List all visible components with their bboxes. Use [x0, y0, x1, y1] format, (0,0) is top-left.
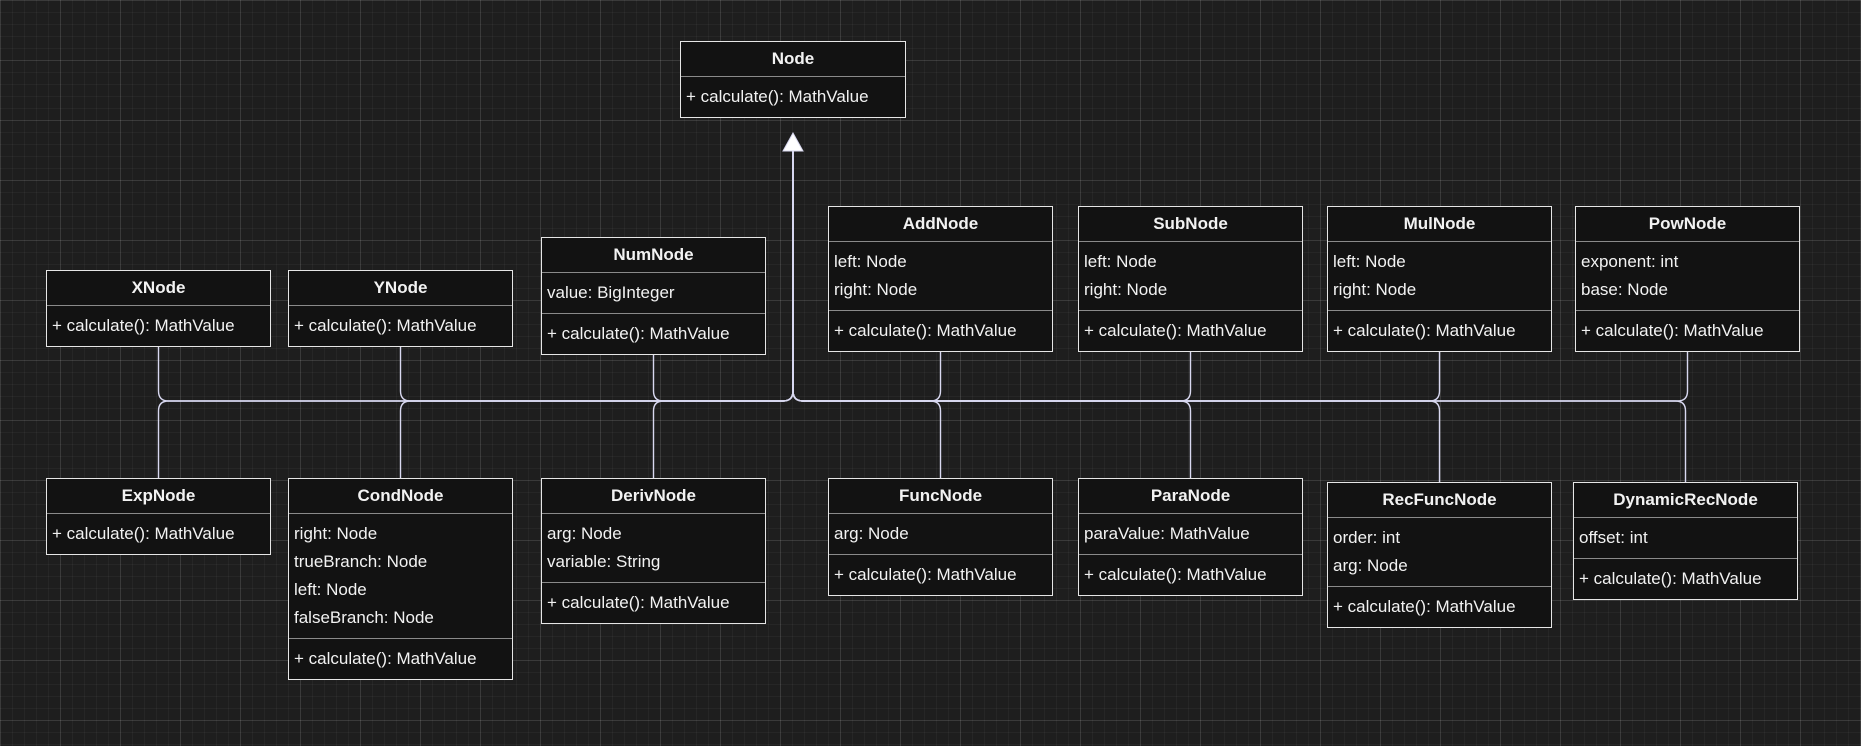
class-box-paranode[interactable]: ParaNode paraValue: MathValue + calculate(… [1078, 478, 1303, 596]
class-name: PowNode [1576, 207, 1799, 242]
class-methods: + calculate(): MathValue [1079, 555, 1302, 595]
class-box-pownode[interactable]: PowNode exponent: int base: Node + calculat… [1575, 206, 1800, 352]
class-methods: + calculate(): MathValue [1079, 311, 1302, 351]
class-name: CondNode [289, 479, 512, 514]
inheritance-arrowhead-icon [782, 131, 804, 152]
class-name: DerivNode [542, 479, 765, 514]
class-attributes: value: BigInteger [542, 273, 765, 314]
class-attributes: order: int arg: Node [1328, 518, 1551, 587]
class-attributes: right: Node trueBranch: Node left: Node fal… [289, 514, 512, 639]
class-methods: + calculate(): MathValue [47, 306, 270, 346]
class-box-ynode[interactable]: YNode + calculate(): MathValue [288, 270, 513, 347]
class-box-dynamicrecnode[interactable]: DynamicRecNode offset: int + calculate(): … [1573, 482, 1798, 600]
class-name: AddNode [829, 207, 1052, 242]
method-calculate: + calculate(): MathValue [1084, 565, 1267, 584]
class-box-condnode[interactable]: CondNode right: Node trueBranch: Node left:… [288, 478, 513, 680]
class-methods: + calculate(): MathValue [829, 311, 1052, 351]
attribute: order: int [1333, 528, 1401, 547]
class-box-node[interactable]: Node + calculate(): MathValue [680, 41, 906, 118]
class-methods: + calculate(): MathValue [829, 555, 1052, 595]
class-name: Node [681, 42, 905, 77]
class-name: RecFuncNode [1328, 483, 1551, 518]
attribute: trueBranch: Node [294, 552, 428, 571]
class-box-expnode[interactable]: ExpNode + calculate(): MathValue [46, 478, 271, 555]
class-methods: + calculate(): MathValue [1328, 311, 1551, 351]
class-methods: + calculate(): MathValue [542, 314, 765, 354]
class-attributes: offset: int [1574, 518, 1797, 559]
attribute: value: BigInteger [547, 283, 675, 302]
method-calculate: + calculate(): MathValue [686, 87, 869, 106]
class-box-numnode[interactable]: NumNode value: BigInteger + calculate(): M… [541, 237, 766, 355]
attribute: offset: int [1579, 528, 1648, 547]
attribute: right: Node [834, 280, 918, 299]
attribute: left: Node [1333, 252, 1406, 271]
attribute: left: Node [294, 580, 367, 599]
class-methods: + calculate(): MathValue [681, 77, 905, 117]
attribute: right: Node [1084, 280, 1168, 299]
class-attributes: arg: Node variable: String [542, 514, 765, 583]
method-calculate: + calculate(): MathValue [52, 524, 235, 543]
class-methods: + calculate(): MathValue [289, 639, 512, 679]
class-box-derivnode[interactable]: DerivNode arg: Node variable: String + calc… [541, 478, 766, 624]
class-attributes: left: Node right: Node [829, 242, 1052, 311]
class-box-recfuncnode[interactable]: RecFuncNode order: int arg: Node + calculat… [1327, 482, 1552, 628]
method-calculate: + calculate(): MathValue [547, 324, 730, 343]
attribute: left: Node [1084, 252, 1157, 271]
attribute: right: Node [1333, 280, 1417, 299]
attribute: base: Node [1581, 280, 1668, 299]
class-name: ParaNode [1079, 479, 1302, 514]
method-calculate: + calculate(): MathValue [834, 565, 1017, 584]
class-name: YNode [289, 271, 512, 306]
class-methods: + calculate(): MathValue [1328, 587, 1551, 627]
class-methods: + calculate(): MathValue [1574, 559, 1797, 599]
class-name: DynamicRecNode [1574, 483, 1797, 518]
class-box-addnode[interactable]: AddNode left: Node right: Node + calculate(… [828, 206, 1053, 352]
class-name: ExpNode [47, 479, 270, 514]
attribute: falseBranch: Node [294, 608, 434, 627]
attribute: paraValue: MathValue [1084, 524, 1250, 543]
attribute: exponent: int [1581, 252, 1679, 271]
class-attributes: paraValue: MathValue [1079, 514, 1302, 555]
method-calculate: + calculate(): MathValue [294, 316, 477, 335]
class-methods: + calculate(): MathValue [47, 514, 270, 554]
attribute: right: Node [294, 524, 378, 543]
class-name: XNode [47, 271, 270, 306]
class-methods: + calculate(): MathValue [542, 583, 765, 623]
class-name: FuncNode [829, 479, 1052, 514]
method-calculate: + calculate(): MathValue [834, 321, 1017, 340]
attribute: arg: Node [834, 524, 909, 543]
method-calculate: + calculate(): MathValue [1084, 321, 1267, 340]
attribute: left: Node [834, 252, 907, 271]
class-attributes: left: Node right: Node [1079, 242, 1302, 311]
class-box-mulnode[interactable]: MulNode left: Node right: Node + calculate(… [1327, 206, 1552, 352]
class-box-xnode[interactable]: XNode + calculate(): MathValue [46, 270, 271, 347]
class-name: MulNode [1328, 207, 1551, 242]
class-name: SubNode [1079, 207, 1302, 242]
method-calculate: + calculate(): MathValue [1333, 597, 1516, 616]
class-attributes: exponent: int base: Node [1576, 242, 1799, 311]
method-calculate: + calculate(): MathValue [547, 593, 730, 612]
class-name: NumNode [542, 238, 765, 273]
method-calculate: + calculate(): MathValue [1333, 321, 1516, 340]
method-calculate: + calculate(): MathValue [1579, 569, 1762, 588]
method-calculate: + calculate(): MathValue [1581, 321, 1764, 340]
attribute: arg: Node [547, 524, 622, 543]
attribute: arg: Node [1333, 556, 1408, 575]
attribute: variable: String [547, 552, 661, 571]
class-box-funcnode[interactable]: FuncNode arg: Node + calculate(): MathValu… [828, 478, 1053, 596]
class-methods: + calculate(): MathValue [289, 306, 512, 346]
method-calculate: + calculate(): MathValue [294, 649, 477, 668]
class-attributes: left: Node right: Node [1328, 242, 1551, 311]
method-calculate: + calculate(): MathValue [52, 316, 235, 335]
class-methods: + calculate(): MathValue [1576, 311, 1799, 351]
class-box-subnode[interactable]: SubNode left: Node right: Node + calculate(… [1078, 206, 1303, 352]
class-attributes: arg: Node [829, 514, 1052, 555]
